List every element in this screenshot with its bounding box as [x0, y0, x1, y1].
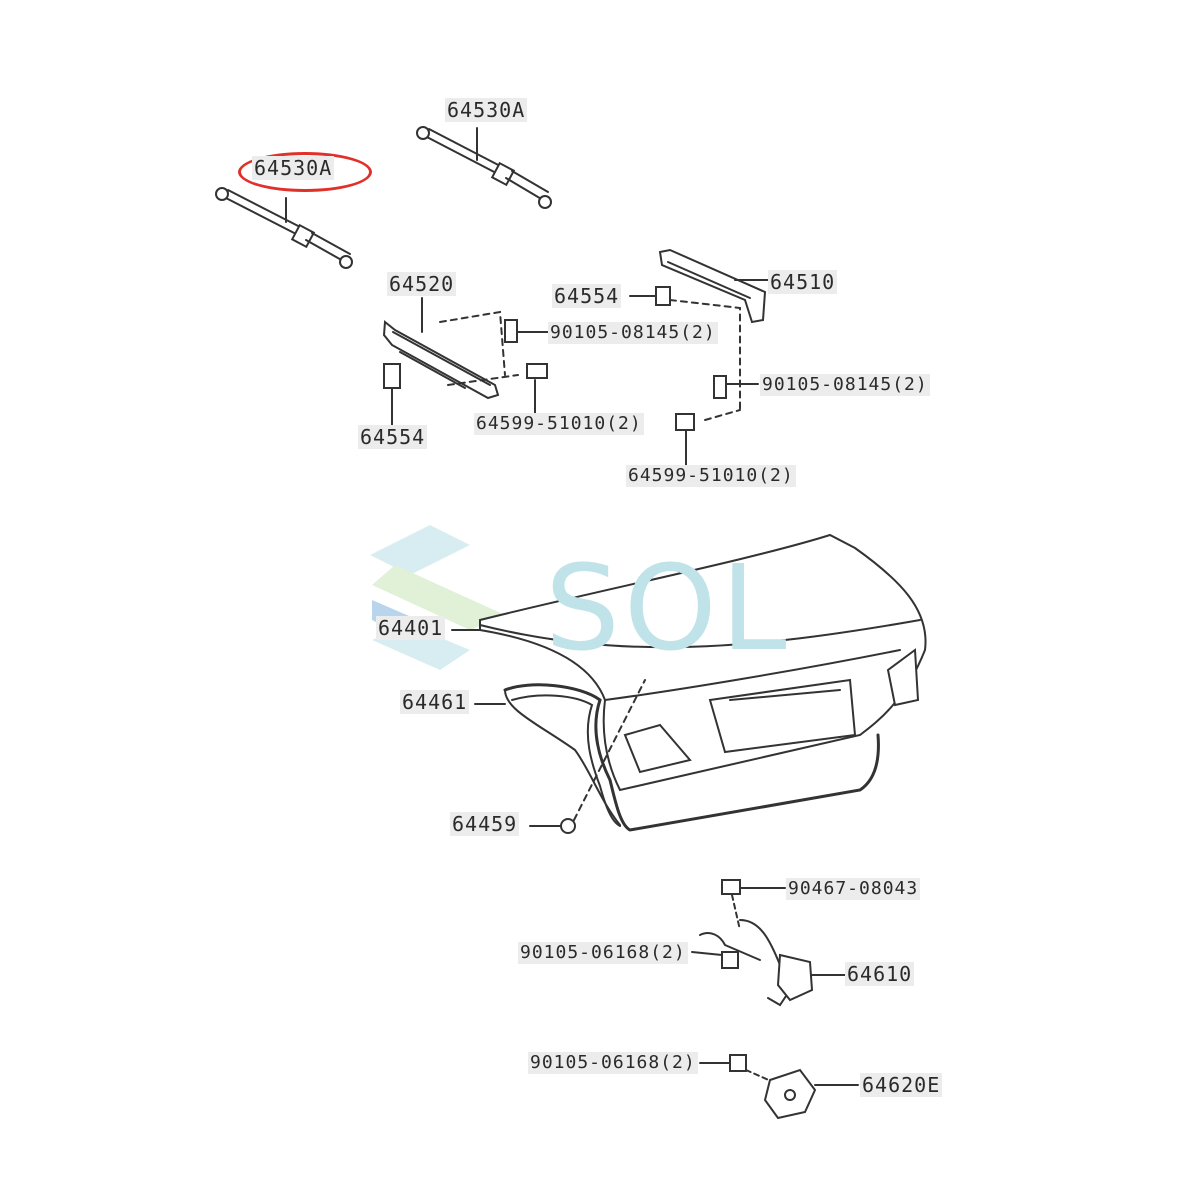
label-clip-left: 64599-51010(2): [474, 413, 644, 435]
label-gas-strut-right: 64530A: [445, 98, 528, 122]
highlight-ring: [238, 152, 372, 192]
label-hinge-right: 64510: [768, 270, 838, 294]
label-cushion-right: 64554: [552, 284, 622, 308]
label-striker: 64620E: [860, 1073, 943, 1097]
label-cushion-left: 64554: [358, 425, 428, 449]
label-weatherstrip: 64461: [400, 690, 470, 714]
label-plug: 64459: [450, 812, 520, 836]
hinge-left: [382, 297, 549, 426]
watermark-logo-icon: [370, 525, 505, 670]
label-gas-strut-left: 64530A: [252, 156, 335, 180]
weatherstrip: [474, 683, 880, 832]
label-trunk-lid: 64401: [376, 616, 446, 640]
label-lock: 64610: [845, 962, 915, 986]
label-bolt-striker: 90105-06168(2): [528, 1052, 698, 1074]
label-hinge-left: 64520: [387, 272, 457, 296]
gas-strut-left: [215, 187, 353, 269]
label-bolt-right: 90105-08145(2): [760, 374, 930, 396]
trunk-lid: [451, 533, 927, 792]
plug: [529, 679, 646, 834]
striker: [699, 1054, 859, 1120]
lock-assembly: [691, 879, 846, 1007]
watermark-text: SOL: [545, 539, 791, 677]
label-bolt-lock: 90105-06168(2): [518, 942, 688, 964]
gas-strut-right: [416, 126, 552, 209]
hinge-right: [629, 248, 769, 466]
label-clip-right: 64599-51010(2): [626, 465, 796, 487]
label-bolt-left: 90105-08145(2): [548, 322, 718, 344]
label-nut: 90467-08043: [786, 878, 921, 900]
